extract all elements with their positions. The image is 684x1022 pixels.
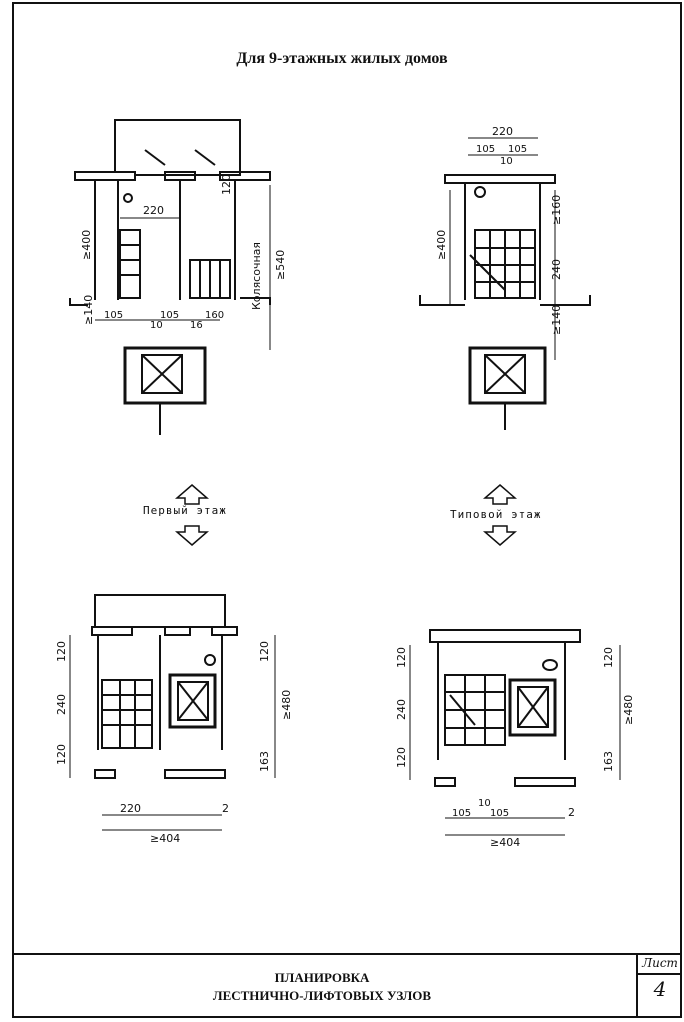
dim-105b: 105 [490,808,509,819]
dim-140: ≥140 [82,295,95,325]
dim-540: ≥540 [274,250,287,280]
dim-120-right: 120 [258,641,271,662]
sheet-label: Лист [638,953,682,975]
dim-160: 160 [205,310,224,321]
title-block-text: ПЛАНИРОВКА ЛЕСТНИЧНО-ЛИФТОВЫХ УЗЛОВ [12,969,632,1005]
dim-220: 220 [492,125,513,138]
dim-140: ≥140 [550,305,563,335]
plan-typical-floor-top: 220 105 105 10 ≥400 ≥160 240 ≥140 [419,125,591,430]
dim-105a: 105 [104,310,123,321]
dim-10: 10 [150,320,163,331]
dim-10: 10 [500,156,513,167]
dim-220: 220 [120,802,141,815]
dim-160: ≥160 [550,195,563,225]
dim-120-top: 120 [55,641,68,662]
dim-2: 2 [222,802,229,815]
dim-105b: 105 [508,144,527,155]
title-line-2: ЛЕСТНИЧНО-ЛИФТОВЫХ УЗЛОВ [212,988,432,1003]
dim-105b: 105 [160,310,179,321]
dim-400: ≥400 [80,230,93,260]
plan-first-floor-bottom: 120 240 120 120 ≥480 163 220 2 ≥404 [55,594,293,845]
dim-400: ≥400 [435,230,448,260]
dim-480: ≥480 [280,690,293,720]
sheet-number: 4 [653,977,667,1001]
title-line-1: ПЛАНИРОВКА [274,970,370,985]
drawing-frame [12,2,682,1018]
dim-120-top: 120 [395,647,408,668]
plan-typical-floor-bottom: 120 240 120 120 ≥480 163 10 105 105 2 ≥4… [395,629,635,849]
dim-10: 10 [478,798,491,809]
first-floor-label: Первый этаж [143,504,227,517]
sheet-number-box: Лист 4 [636,953,682,1018]
title-block: ПЛАНИРОВКА ЛЕСТНИЧНО-ЛИФТОВЫХ УЗЛОВ Лист… [12,953,682,1018]
stroller-label: Колясочная [250,242,263,310]
dim-480: ≥480 [622,695,635,725]
dim-2: 2 [568,806,575,819]
dim-105a: 105 [476,144,495,155]
plan-first-floor-top: 220 ≥400 ≥540 120 ≥140 105 105 160 10 16… [69,119,287,435]
dim-105a: 105 [452,808,471,819]
typical-floor-label: Типовой этаж [450,508,542,521]
dim-120-bottom: 120 [395,747,408,768]
arrow-first-floor [174,484,210,546]
dim-404: ≥404 [490,836,520,849]
page-title: Для 9-этажных жилых домов [236,50,448,67]
dim-120-bottom: 120 [55,744,68,765]
dim-163: 163 [258,751,271,772]
dim-163: 163 [602,751,615,772]
dim-120: 120 [220,174,233,195]
dim-16: 16 [190,320,203,331]
dim-240: 240 [550,259,563,280]
arrow-typical-floor [482,484,518,546]
dim-120-right: 120 [602,647,615,668]
dim-240: 240 [395,699,408,720]
dim-240: 240 [55,694,68,715]
dim-404: ≥404 [150,832,180,845]
dim-220: 220 [143,204,164,217]
